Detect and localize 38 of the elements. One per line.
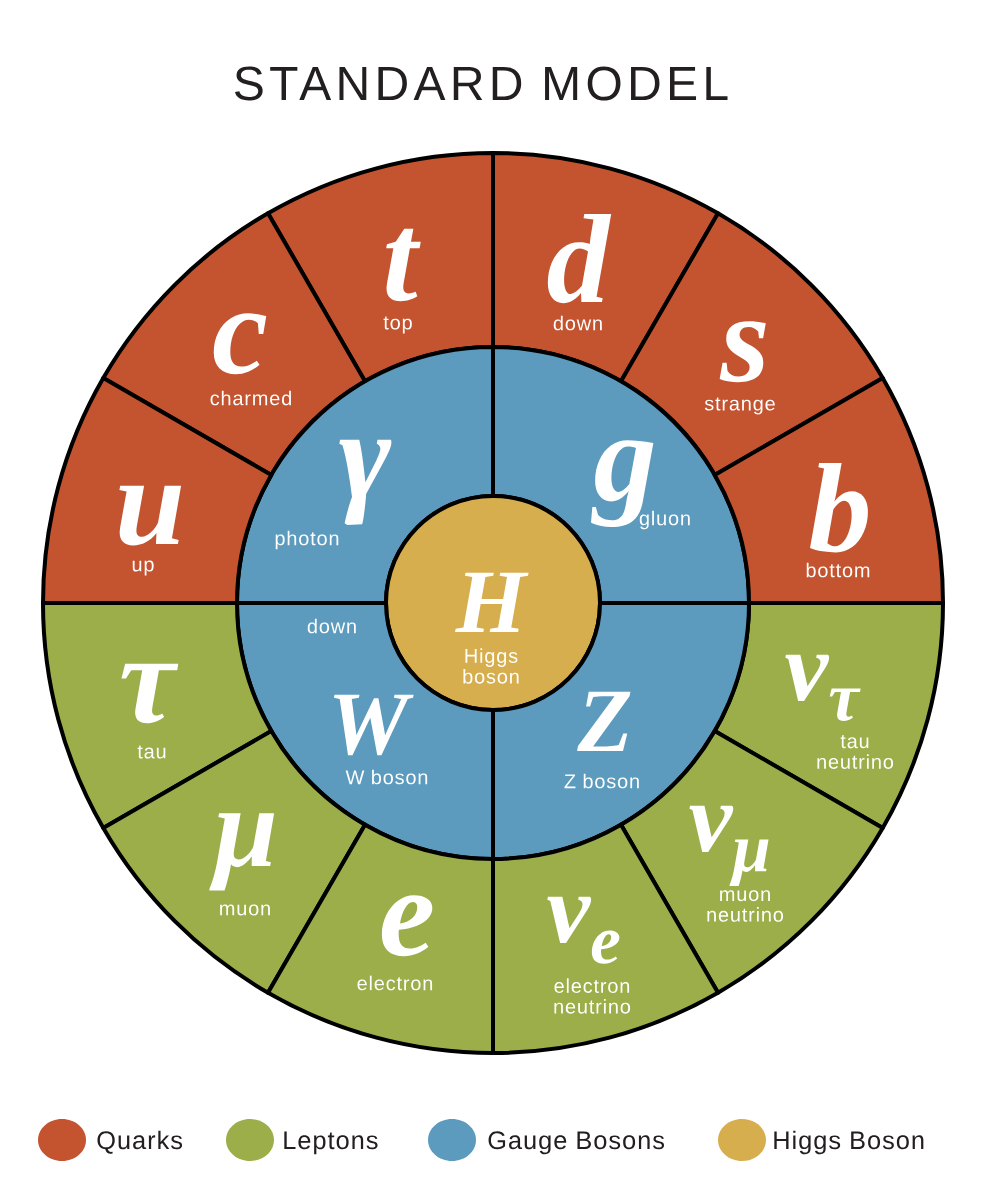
particle-name: muon	[220, 904, 270, 916]
particle-name: tau neutrino	[817, 735, 894, 769]
particle-symbol: s	[719, 321, 766, 383]
particle-symbol: t	[386, 228, 421, 302]
particle-symbol: u	[119, 485, 182, 546]
particle-symbol: μ	[209, 813, 275, 891]
particle-name: W boson	[345, 769, 428, 785]
particle-name: electron	[357, 975, 433, 991]
particle-name: photon	[275, 530, 339, 550]
particle-name: bottom	[806, 562, 870, 578]
particle-symbol: b	[810, 463, 868, 553]
particle-symbol: τ	[121, 663, 179, 724]
particle-symbol: d	[547, 214, 612, 304]
particle-name: top	[383, 316, 412, 334]
legend-label: Quarks	[97, 1130, 183, 1154]
particle-name: down	[553, 315, 602, 331]
legend-label: Gauge Bosons	[488, 1131, 665, 1155]
particle-symbol: ν$_{μ}$	[689, 805, 769, 886]
legend-label: Higgs Boson	[774, 1130, 924, 1155]
particle-name: Z boson	[564, 773, 639, 789]
particle-name: muon neutrino	[707, 890, 784, 922]
particle-symbol: e	[381, 895, 433, 957]
legend-label: Leptons	[284, 1131, 378, 1155]
particle-name: charmed	[210, 390, 291, 406]
particle-name: tau	[137, 745, 166, 759]
particle-name: up	[132, 560, 154, 576]
particle-name: Higgs boson	[463, 648, 519, 684]
title: STANDARD MODEL	[235, 66, 728, 101]
particle-symbol: c	[213, 313, 267, 375]
particle-name: down	[307, 618, 356, 634]
particle-symbol: ν$_{τ}$	[785, 654, 861, 721]
particle-name: electron neutrino	[554, 978, 631, 1014]
particle-symbol: W	[333, 694, 414, 756]
particle-name: strange	[704, 397, 775, 415]
particle-symbol: ν$_{e}$	[547, 896, 620, 964]
particle-symbol: H	[455, 572, 529, 632]
particle-symbol: Z	[577, 691, 631, 751]
particle-symbol: γ	[339, 439, 392, 525]
